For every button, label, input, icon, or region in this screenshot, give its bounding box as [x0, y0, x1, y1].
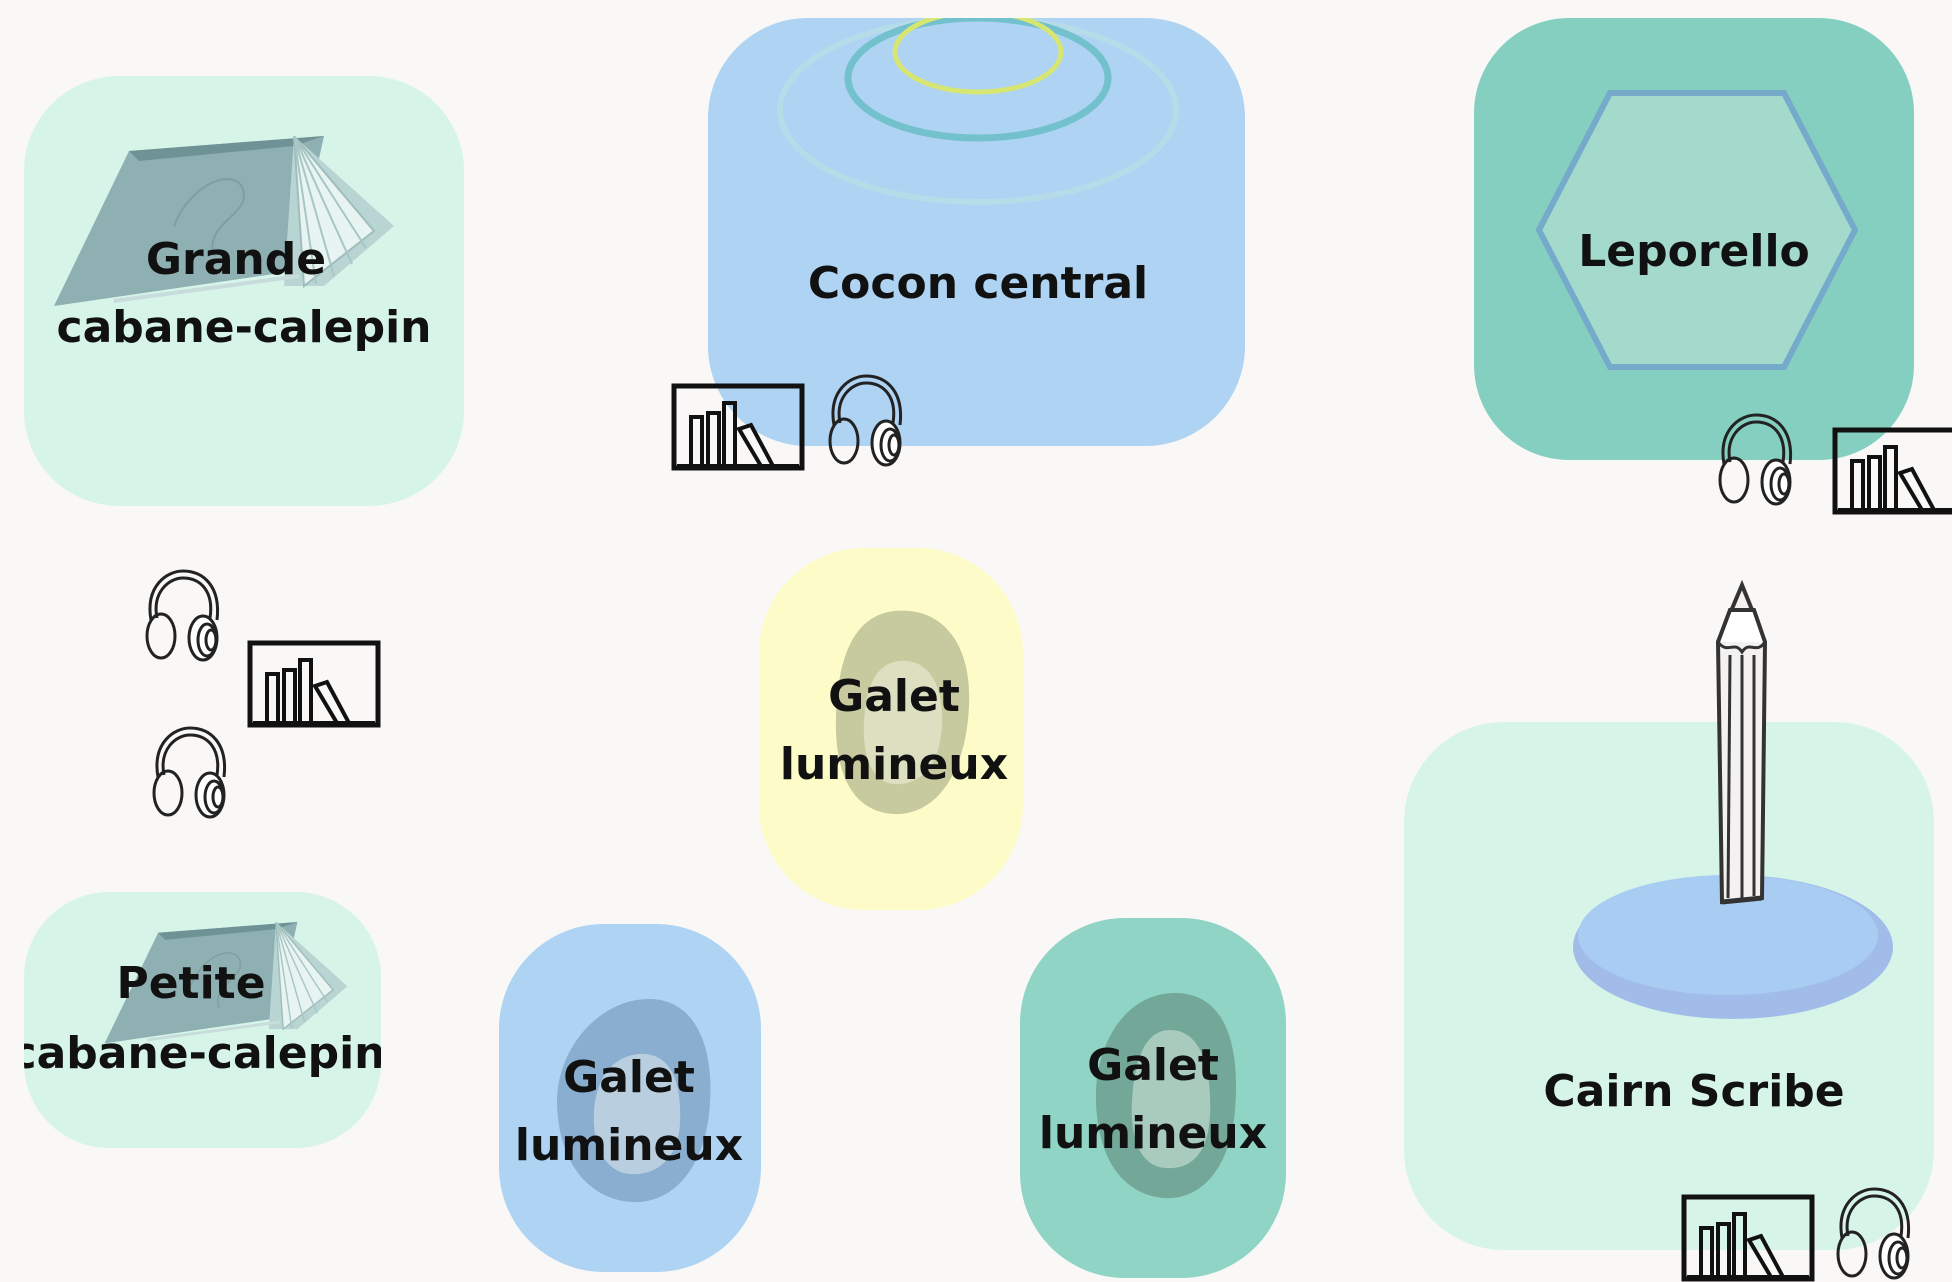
headphones-icon[interactable]	[1716, 412, 1798, 508]
headphones-icon[interactable]	[143, 568, 225, 664]
zone-label: Leporello	[1578, 226, 1810, 277]
bookshelf-icon[interactable]	[671, 383, 805, 471]
zone-leporello[interactable]: Leporello	[1474, 18, 1914, 460]
bookshelf-icon[interactable]	[247, 640, 381, 728]
zone-label: Cocon central	[807, 258, 1149, 309]
zone-galet-lumineux-right[interactable]: Galet lumineux	[1020, 918, 1286, 1278]
zone-label-line1: Galet	[1087, 1040, 1219, 1091]
zone-label-line2: cabane-calepin	[56, 302, 432, 353]
hexagon-icon	[1535, 90, 1859, 370]
zone-label-line2: lumineux	[514, 1120, 744, 1171]
pebble-icon	[835, 610, 970, 815]
zone-label-line1: Grande	[145, 234, 327, 285]
zone-cairn-scribe[interactable]: Cairn Scribe	[1404, 722, 1934, 1250]
cairn-stone	[1573, 875, 1893, 1019]
headphones-icon[interactable]	[150, 725, 232, 821]
zone-label-line1: Galet	[563, 1052, 695, 1103]
zone-label-line2: lumineux	[779, 739, 1009, 790]
pencil-icon	[1715, 580, 1768, 905]
headphones-icon[interactable]	[826, 373, 908, 469]
zone-galet-lumineux-left[interactable]: Galet lumineux	[499, 924, 761, 1272]
zone-cocon-central[interactable]: Cocon central	[708, 18, 1245, 446]
zone-label-line1: Galet	[828, 671, 960, 722]
zone-label-line1: Petite	[116, 958, 266, 1009]
concentric-rings-icon	[777, 18, 1179, 205]
zone-grande-cabane-calepin[interactable]: Grande cabane-calepin	[24, 76, 464, 506]
zone-label-line2: cabane-calepin	[24, 1028, 381, 1079]
zone-label: Cairn Scribe	[1543, 1066, 1845, 1117]
zone-galet-lumineux-center[interactable]: Galet lumineux	[759, 548, 1023, 910]
zone-label-line2: lumineux	[1038, 1108, 1268, 1159]
pebble-icon	[556, 999, 711, 1203]
zone-petite-cabane-calepin[interactable]: Petite cabane-calepin	[24, 892, 381, 1148]
bookshelf-icon[interactable]	[1681, 1194, 1815, 1282]
headphones-icon[interactable]	[1834, 1186, 1916, 1282]
pebble-icon	[1095, 993, 1237, 1199]
bookshelf-icon[interactable]	[1832, 427, 1952, 515]
